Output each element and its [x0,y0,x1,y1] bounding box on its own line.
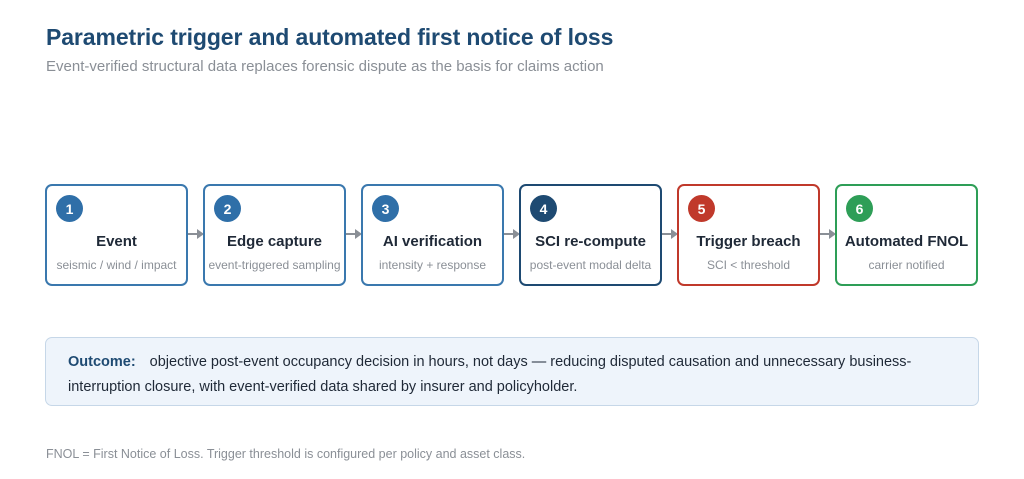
step-label: SCI re-compute [535,233,646,250]
page-title: Parametric trigger and automated first n… [46,24,614,50]
step-description: seismic / wind / impact [56,258,177,272]
step-number-badge: 5 [688,195,715,222]
footnote: FNOL = First Notice of Loss. Trigger thr… [46,447,526,461]
step-number-badge: 3 [372,195,399,222]
step-label: Trigger breach [696,233,801,250]
arrow-right-icon [662,229,678,239]
step-automated-fnol: 6 Automated FNOL carrier notified [835,184,978,286]
step-number-badge: 2 [214,195,241,222]
step-label: Event [96,233,137,250]
step-description: carrier notified [868,258,945,272]
step-description: post-event modal delta [529,258,652,272]
step-description: SCI < threshold [706,258,791,272]
step-description: event-triggered sampling [208,258,341,272]
outcome-label: Outcome: [68,354,136,370]
process-flow: 1 Event seismic / wind / impact 2 Edge c… [45,184,980,286]
page-subtitle: Event-verified structural data replaces … [46,58,604,75]
arrow-right-icon [820,229,836,239]
step-number-badge: 1 [56,195,83,222]
step-edge-capture: 2 Edge capture event-triggered sampling [203,184,346,286]
step-label: Edge capture [226,233,323,250]
step-label: Automated FNOL [844,233,969,250]
arrow-right-icon [188,229,204,239]
step-description: intensity + response [378,258,487,272]
outcome-callout: Outcome:objective post-event occupancy d… [45,337,979,406]
outcome-text: objective post-event occupancy decision … [68,354,912,395]
arrow-right-icon [504,229,520,239]
arrow-right-icon [346,229,362,239]
step-event: 1 Event seismic / wind / impact [45,184,188,286]
step-label: AI verification [382,233,483,250]
step-number-badge: 6 [846,195,873,222]
step-ai-verification: 3 AI verification intensity + response [361,184,504,286]
step-sci-recompute: 4 SCI re-compute post-event modal delta [519,184,662,286]
step-trigger-breach: 5 Trigger breach SCI < threshold [677,184,820,286]
step-number-badge: 4 [530,195,557,222]
